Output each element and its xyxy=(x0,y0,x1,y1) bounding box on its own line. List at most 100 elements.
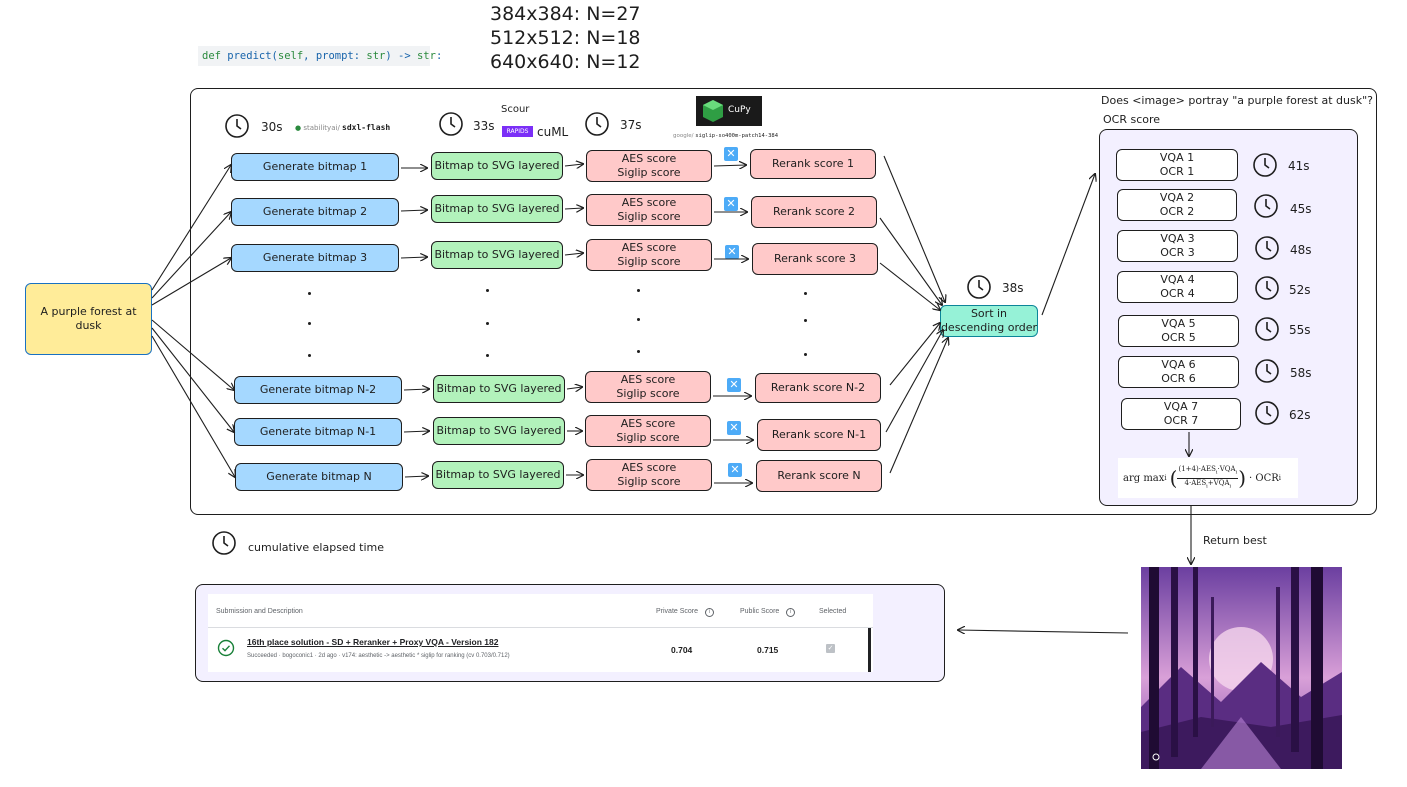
generate-bitmap-label: Generate bitmap 3 xyxy=(262,251,368,264)
vqa-timing: 45s xyxy=(1290,202,1312,216)
sort-label-line1: Sort in xyxy=(970,307,1008,320)
formula-tail: · OCR xyxy=(1249,472,1279,484)
code-str2: str xyxy=(416,50,436,62)
formula-paren-left: ( xyxy=(1169,466,1178,490)
timing-score: 37s xyxy=(620,118,642,132)
multiply-icon: ✕ xyxy=(727,421,741,435)
resolution-384: 384x384: N=27 xyxy=(490,3,641,25)
formula-plus: + xyxy=(1207,478,1214,487)
code-fn: predict( xyxy=(220,50,278,62)
formula-argmax: arg max xyxy=(1123,472,1165,484)
rerank-score-box: Rerank score N-2 xyxy=(755,373,881,403)
formula-tail-sub: i xyxy=(1278,474,1282,482)
selected-checkbox[interactable]: ✓ xyxy=(826,644,835,653)
aes-score-label: AES score xyxy=(621,241,677,254)
formula-num: (1+4)·AES xyxy=(1178,465,1216,474)
clock-icon xyxy=(585,112,609,136)
col-desc-header: Submission and Description xyxy=(216,608,303,615)
formula-den-vqa: VQA xyxy=(1213,478,1230,487)
vqa-timing: 48s xyxy=(1290,243,1312,257)
ellipsis-dot xyxy=(308,354,311,357)
model-tag: ● stabilityai/ sdxl-flash xyxy=(295,123,390,132)
multiply-icon: ✕ xyxy=(724,147,738,161)
clock-icon xyxy=(212,531,236,555)
cuml-label: cuML xyxy=(537,125,569,139)
ellipsis-dot xyxy=(637,318,640,321)
vqa-timing: 58s xyxy=(1290,366,1312,380)
bitmap-to-svg-label: Bitmap to SVG layered xyxy=(434,159,560,172)
siglip-tag-org: google xyxy=(673,133,692,139)
rerank-score-label: Rerank score 2 xyxy=(772,205,856,218)
clock-icon xyxy=(1255,236,1279,260)
cupy-cube-icon xyxy=(703,100,723,122)
clock-icon xyxy=(1253,153,1277,177)
vqa-timing: 52s xyxy=(1289,283,1311,297)
submission-table: Submission and Description Private Score… xyxy=(208,594,873,672)
generate-bitmap-box: Generate bitmap N xyxy=(235,463,403,491)
vqa-question: Does <image> portray "a purple forest at… xyxy=(1101,94,1373,107)
vqa-timing: 62s xyxy=(1289,408,1311,422)
rerank-score-label: Rerank score N-1 xyxy=(771,428,867,441)
siglip-score-label: Siglip score xyxy=(616,431,680,444)
generate-bitmap-label: Generate bitmap N xyxy=(266,470,372,483)
code-end: : xyxy=(435,50,443,62)
model-tag-dot: ● xyxy=(295,124,302,132)
code-snippet: def predict(self, prompt: str) -> str: xyxy=(198,46,442,66)
generate-bitmap-box: Generate bitmap N-2 xyxy=(234,376,402,404)
clock-icon xyxy=(1255,401,1279,425)
vqa-label: VQA 2 xyxy=(1159,191,1195,204)
clock-icon xyxy=(1255,317,1279,341)
rerank-score-label: Rerank score 1 xyxy=(771,157,855,170)
sort-label-line2: descending order xyxy=(940,321,1038,334)
ocr-label: OCR 3 xyxy=(1160,246,1195,259)
generate-bitmap-label: Generate bitmap N-1 xyxy=(259,425,377,438)
ellipsis-dot xyxy=(308,292,311,295)
multiply-icon: ✕ xyxy=(728,463,742,477)
generate-bitmap-box: Generate bitmap 1 xyxy=(231,153,399,181)
vqa-timing: 55s xyxy=(1289,323,1311,337)
multiply-icon: ✕ xyxy=(725,245,739,259)
ocr-label: OCR 5 xyxy=(1161,331,1196,344)
vqa-label: VQA 3 xyxy=(1160,232,1195,245)
formula-den-vqa-sub: i xyxy=(1229,482,1232,489)
code-def: def xyxy=(202,50,221,62)
generate-bitmap-box: Generate bitmap 3 xyxy=(231,244,399,272)
return-best-label: Return best xyxy=(1203,534,1267,547)
clock-icon xyxy=(439,112,463,136)
submission-title[interactable]: 16th place solution - SD + Reranker + Pr… xyxy=(247,637,499,647)
ellipsis-dot xyxy=(804,353,807,356)
code-self: self xyxy=(277,50,304,62)
siglip-tag-name: siglip-so400m-patch14-384 xyxy=(695,133,779,139)
rerank-score-label: Rerank score N-2 xyxy=(770,381,866,394)
multiply-icon: ✕ xyxy=(724,197,738,211)
resolution-640: 640x640: N=12 xyxy=(490,51,641,73)
ocr-label: OCR 4 xyxy=(1160,287,1195,300)
aes-score-label: AES score xyxy=(621,196,677,209)
bitmap-to-svg-box: Bitmap to SVG layered xyxy=(433,375,565,403)
bitmap-to-svg-box: Bitmap to SVG layered xyxy=(431,195,563,223)
bitmap-to-svg-box: Bitmap to SVG layered xyxy=(433,417,565,445)
ellipsis-dot xyxy=(486,322,489,325)
siglip-score-label: Siglip score xyxy=(616,387,680,400)
ellipsis-dot xyxy=(804,319,807,322)
aes-score-label: AES score xyxy=(620,373,676,386)
bitmap-to-svg-box: Bitmap to SVG layered xyxy=(431,241,563,269)
timing-generate: 30s xyxy=(261,120,283,134)
bitmap-to-svg-label: Bitmap to SVG layered xyxy=(436,424,562,437)
rapids-badge: RAPIDS xyxy=(502,126,533,137)
table-divider xyxy=(208,627,873,628)
generate-bitmap-label: Generate bitmap 2 xyxy=(262,205,368,218)
info-icon[interactable]: i xyxy=(705,608,714,617)
formula-denominator: 4·AESi+VQAi xyxy=(1185,479,1232,491)
private-score: 0.704 xyxy=(671,645,693,655)
info-icon[interactable]: i xyxy=(786,608,795,617)
